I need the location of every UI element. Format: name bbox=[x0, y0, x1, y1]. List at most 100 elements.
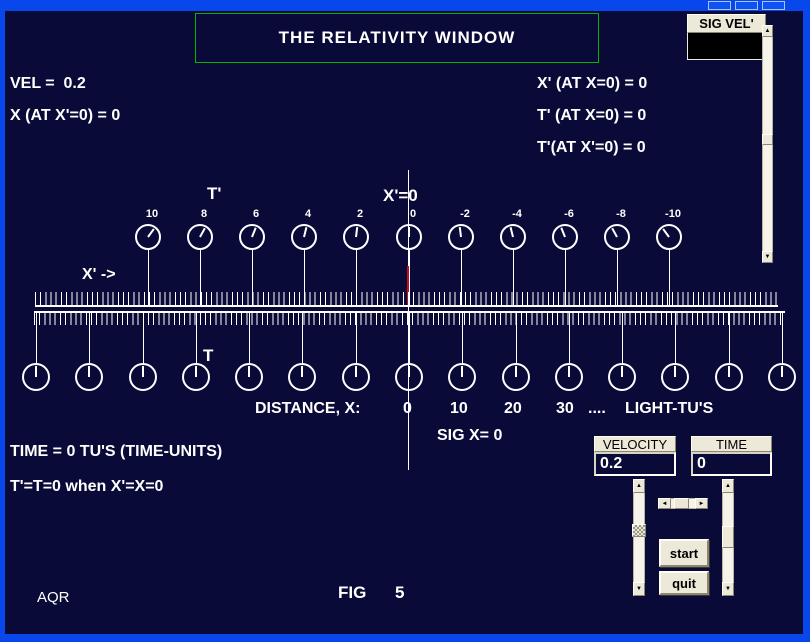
start-button-label: start bbox=[669, 545, 699, 561]
distance-tick-20: 20 bbox=[504, 400, 522, 417]
t-clock-3 bbox=[182, 363, 210, 391]
t-clock-8 bbox=[448, 363, 476, 391]
t-prime-clock-value--4: -4 bbox=[512, 208, 522, 220]
credit-text: AQR bbox=[37, 589, 70, 606]
horizontal-scrollbar-thumb[interactable] bbox=[674, 498, 689, 509]
time-scrollbar-up-arrow-icon[interactable]: ▲ bbox=[722, 479, 734, 493]
t-clock-13-hand bbox=[728, 366, 730, 377]
page-title: THE RELATIVITY WINDOW bbox=[278, 28, 516, 47]
t-clock-8-hand bbox=[461, 366, 463, 377]
x-prime-arrow-label: X' -> bbox=[82, 266, 116, 283]
velocity-label-text: VELOCITY bbox=[602, 436, 668, 452]
t-prime-clock-0 bbox=[396, 224, 422, 250]
window-control-button-1[interactable] bbox=[708, 1, 731, 10]
velocity-scrollbar-thumb[interactable] bbox=[632, 524, 646, 537]
t-clock-2 bbox=[129, 363, 157, 391]
title-box: THE RELATIVITY WINDOW bbox=[195, 13, 599, 63]
t-prime-clock-stem-10 bbox=[148, 250, 149, 306]
t-prime-clock--2 bbox=[448, 224, 474, 250]
t-clock-9 bbox=[502, 363, 530, 391]
t-clock-stem-8 bbox=[462, 313, 463, 364]
velocity-scrollbar[interactable] bbox=[633, 479, 645, 596]
t-clock-stem-1 bbox=[89, 313, 90, 364]
t-clock-2-hand bbox=[142, 366, 144, 377]
t-prime-clock-value--2: -2 bbox=[460, 208, 470, 220]
horizontal-scrollbar-right-arrow-icon[interactable]: ► bbox=[695, 498, 708, 509]
tprime-at-x0-readout: T' (AT X=0) = 0 bbox=[537, 107, 647, 124]
x-at-xprime0-readout: X (AT X'=0) = 0 bbox=[10, 107, 121, 124]
sig-vel-scrollbar-down-arrow-icon[interactable]: ▼ bbox=[762, 251, 773, 263]
start-button[interactable]: start bbox=[659, 539, 709, 567]
window-border-right bbox=[803, 0, 810, 642]
distance-dots: .... bbox=[588, 400, 606, 417]
t-clock-6 bbox=[342, 363, 370, 391]
xprime-at-x0-readout: X' (AT X=0) = 0 bbox=[537, 75, 648, 92]
t-clock-stem-2 bbox=[143, 313, 144, 364]
lower-ruler-line bbox=[34, 311, 785, 313]
window-control-button-2[interactable] bbox=[735, 1, 758, 10]
window-control-button-3[interactable] bbox=[762, 1, 785, 10]
t-prime-clock-stem--6 bbox=[565, 250, 566, 306]
t-clock-0 bbox=[22, 363, 50, 391]
t-prime-clock-stem-4 bbox=[304, 250, 305, 306]
t-prime-clock-stem-8 bbox=[200, 250, 201, 306]
t-prime-clock-stem-2 bbox=[356, 250, 357, 306]
time-scrollbar-thumb[interactable] bbox=[722, 526, 734, 548]
sig-x-readout: SIG X= 0 bbox=[437, 427, 503, 444]
t-prime-clock-stem--8 bbox=[617, 250, 618, 306]
velocity-label: VELOCITY bbox=[594, 436, 676, 452]
t-clock-1-hand bbox=[88, 366, 90, 377]
fig-label: FIG bbox=[338, 583, 367, 602]
t-prime-clock-4 bbox=[291, 224, 317, 250]
t-clock-stem-13 bbox=[729, 313, 730, 364]
t-clock-7-hand bbox=[408, 366, 410, 377]
upper-ruler-ticks bbox=[35, 292, 778, 305]
t-clock-14 bbox=[768, 363, 796, 391]
t-clock-stem-9 bbox=[516, 313, 517, 364]
t-prime-clock-stem--4 bbox=[513, 250, 514, 306]
sig-vel-scrollbar-thumb[interactable] bbox=[762, 134, 773, 145]
t-clock-stem-12 bbox=[675, 313, 676, 364]
t-clock-14-hand bbox=[781, 366, 783, 377]
t-clock-4-hand bbox=[248, 366, 250, 377]
t-clock-0-hand bbox=[35, 366, 37, 377]
t-prime-clock--6 bbox=[552, 224, 578, 250]
time-scrollbar-down-arrow-icon[interactable]: ▼ bbox=[722, 582, 734, 596]
distance-tick-30: 30 bbox=[556, 400, 574, 417]
t-clock-12 bbox=[661, 363, 689, 391]
t-clock-9-hand bbox=[515, 366, 517, 377]
t-clock-5-hand bbox=[301, 366, 303, 377]
t-clock-11 bbox=[608, 363, 636, 391]
t-prime-clock-8 bbox=[187, 224, 213, 250]
quit-button[interactable]: quit bbox=[659, 571, 709, 595]
distance-tick-10: 10 bbox=[450, 400, 468, 417]
tprime-at-xprime0-readout: T'(AT X'=0) = 0 bbox=[537, 139, 646, 156]
t-clock-stem-6 bbox=[356, 313, 357, 364]
window-title-bar[interactable] bbox=[0, 0, 810, 11]
velocity-value-box: 0.2 bbox=[594, 452, 676, 476]
time-label-text: TIME bbox=[715, 436, 748, 452]
t-prime-clock--8 bbox=[604, 224, 630, 250]
t-clock-4 bbox=[235, 363, 263, 391]
t-clock-stem-10 bbox=[569, 313, 570, 364]
t-prime-clock-value-0: 0 bbox=[409, 208, 417, 220]
t-clock-7 bbox=[395, 363, 423, 391]
t-prime-clock-value-10: 10 bbox=[145, 208, 159, 220]
sig-vel-scrollbar-up-arrow-icon[interactable]: ▲ bbox=[762, 25, 773, 37]
distance-units-label: LIGHT-TU'S bbox=[625, 400, 714, 417]
velocity-scrollbar-down-arrow-icon[interactable]: ▼ bbox=[633, 582, 645, 596]
sync-condition-line: T'=T=0 when X'=X=0 bbox=[10, 478, 164, 495]
t-prime-clock-10 bbox=[135, 224, 161, 250]
sig-vel-label-text: SIG VEL' bbox=[699, 16, 754, 31]
t-prime-clock-2 bbox=[343, 224, 369, 250]
vel-readout: VEL = 0.2 bbox=[10, 75, 86, 92]
horizontal-scrollbar-left-arrow-icon[interactable]: ◄ bbox=[658, 498, 671, 509]
t-prime-clock-6 bbox=[239, 224, 265, 250]
t-prime-clock-value-8: 8 bbox=[200, 208, 208, 220]
velocity-scrollbar-up-arrow-icon[interactable]: ▲ bbox=[633, 479, 645, 493]
t-clock-stem-4 bbox=[249, 313, 250, 364]
quit-button-label: quit bbox=[672, 575, 696, 591]
t-clock-10 bbox=[555, 363, 583, 391]
